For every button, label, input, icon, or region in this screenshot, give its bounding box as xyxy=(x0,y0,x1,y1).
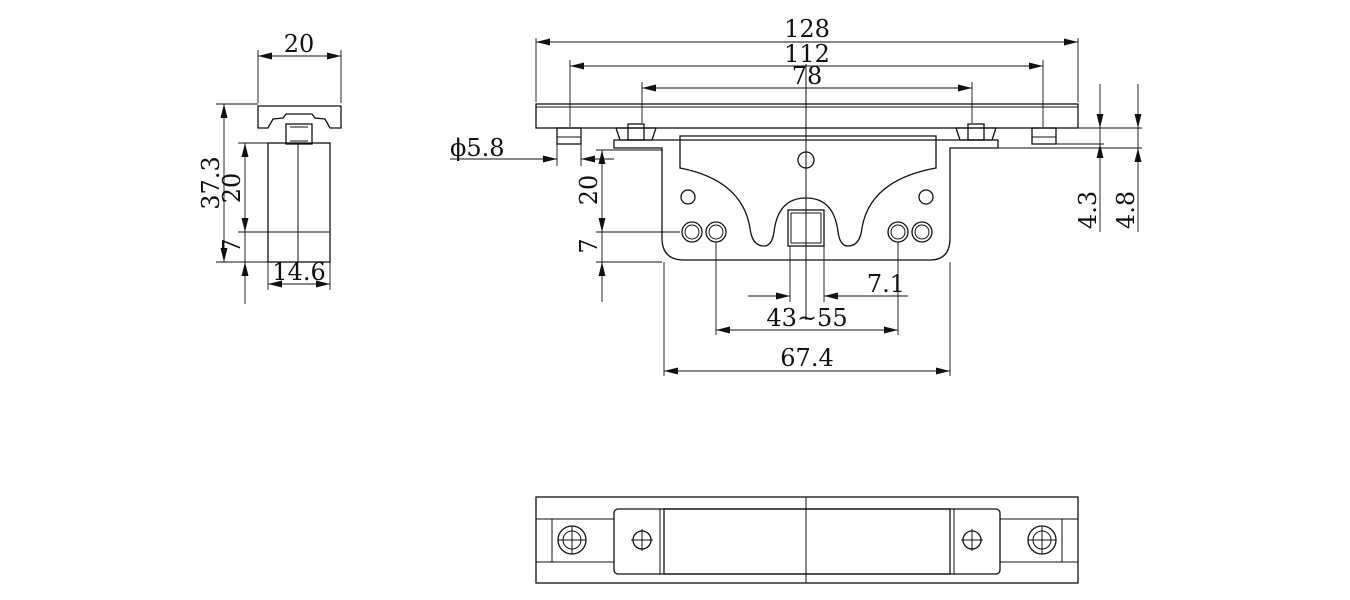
length-overall-label: 128 xyxy=(784,15,830,43)
body-width-label: 67.4 xyxy=(780,344,833,372)
side-total-height-label: 37.3 xyxy=(197,156,225,209)
side-view: 20 37.3 20 7 14.6 xyxy=(197,30,342,304)
plate-offset-1-label: 4.3 xyxy=(1074,191,1102,229)
range-spacing-label: 43~55 xyxy=(766,304,847,332)
side-body-height-label: 20 xyxy=(218,173,246,204)
side-lower-height-label: 7 xyxy=(218,238,246,253)
front-view: 128 112 78 ϕ5.8 20 7 7.1 43~55 67.4 4.3 … xyxy=(450,15,1142,376)
lower-height-label: 7 xyxy=(575,238,603,253)
square-offset-label: 7.1 xyxy=(867,270,905,298)
side-width-label: 20 xyxy=(284,30,315,58)
bottom-view xyxy=(535,496,1079,584)
hole-spacing-label: 112 xyxy=(784,40,830,68)
body-height-label: 20 xyxy=(575,175,603,206)
plate-offset-2-label: 4.8 xyxy=(1112,191,1140,229)
side-bottom-width-label: 14.6 xyxy=(272,258,325,286)
hole-diameter-label: ϕ5.8 xyxy=(450,134,505,162)
inner-spacing-label: 78 xyxy=(792,62,823,90)
